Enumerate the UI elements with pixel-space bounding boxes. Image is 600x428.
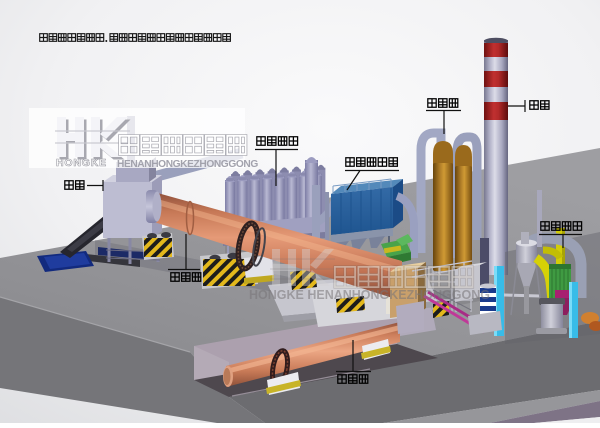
svg-text:HONGKE: HONGKE (56, 157, 107, 169)
svg-text:HONGKE HENANHONGKEZHONGGONG: HONGKE HENANHONGKEZHONGGONG (249, 288, 490, 302)
svg-text:HENANHONGKEZHONGGONG: HENANHONGKEZHONGGONG (117, 159, 258, 170)
